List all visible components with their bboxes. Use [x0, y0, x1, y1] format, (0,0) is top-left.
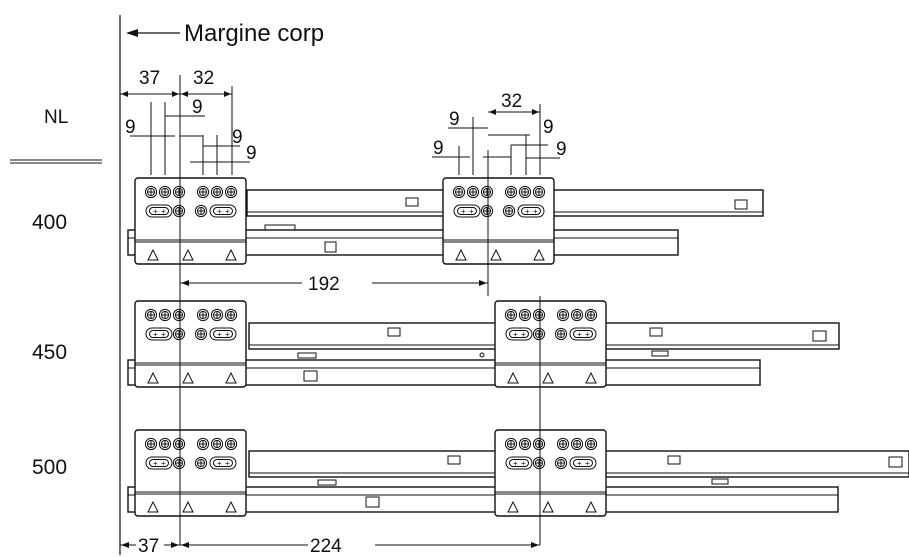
dim-label: 9: [449, 109, 460, 130]
column-header: NL: [44, 107, 68, 128]
dim-label: 9: [232, 127, 243, 148]
dim-label: 9: [556, 139, 567, 160]
dimension-192: [180, 280, 488, 286]
dim-label: 9: [433, 138, 444, 159]
margin-label: Margine corp: [184, 20, 324, 47]
dim-label: 32: [193, 68, 214, 89]
dim-label: 9: [125, 117, 136, 138]
row-label: 500: [32, 456, 67, 479]
dim-label: 192: [308, 274, 340, 295]
dim-label: 224: [310, 536, 342, 557]
dimension-block-front: [120, 86, 250, 175]
slide-400: [127, 178, 764, 264]
dim-label: 9: [246, 143, 257, 164]
dim-label: 32: [501, 91, 522, 112]
dim-label: 37: [139, 68, 160, 89]
slide-450: [127, 301, 840, 387]
dimension-block-rear: [432, 104, 560, 175]
dim-label: 9: [543, 117, 554, 138]
row-label: 450: [32, 341, 67, 364]
row-label: 400: [32, 211, 67, 234]
dim-label: 37: [138, 536, 159, 557]
dim-label: 9: [192, 97, 203, 118]
dimension-bottom: [120, 542, 540, 548]
margin-label-group: Margine corp: [126, 20, 324, 47]
slide-500: [127, 430, 909, 516]
